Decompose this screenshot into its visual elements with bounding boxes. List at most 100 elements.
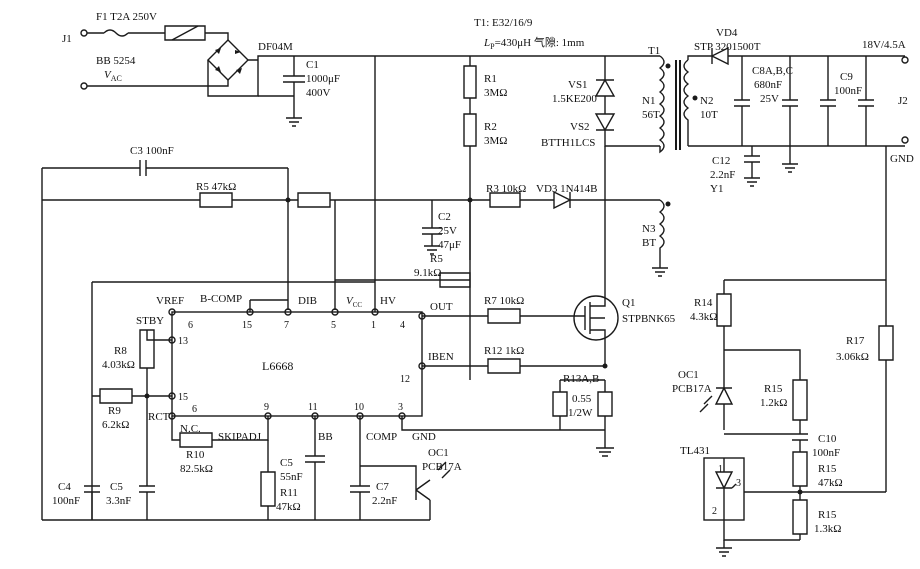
r15c-resistor xyxy=(723,491,808,541)
ic-name: L6668 xyxy=(262,359,293,373)
lp-symbol: L xyxy=(483,37,490,49)
junction-source xyxy=(602,363,608,369)
r15c-value: 1.3kΩ xyxy=(814,523,841,535)
ic-left-components xyxy=(42,329,451,521)
r10-value: 82.5kΩ xyxy=(180,463,213,475)
pin-label-iben: IBEN xyxy=(428,351,454,363)
pin-label-comp: COMP xyxy=(366,431,397,443)
fuse-label: F1 T2A 250V xyxy=(96,11,157,23)
vs2-value: BTTH1LCS xyxy=(541,137,595,149)
vd3-diode xyxy=(520,190,660,210)
vcc-sub: CC xyxy=(353,301,363,309)
pin-vref xyxy=(168,308,176,316)
vd4-value: STP 3201500T xyxy=(694,41,761,53)
secondary-ground xyxy=(782,146,798,173)
output-section xyxy=(683,46,909,310)
vs2-name: VS2 xyxy=(570,121,590,133)
vs1-name: VS1 xyxy=(568,79,588,91)
vs1-value: 1.5KE200 xyxy=(552,93,597,105)
r15b-name: R15 xyxy=(818,463,837,475)
bridge-rectifier xyxy=(207,39,249,81)
r13-sense-resistors xyxy=(552,379,614,457)
c2-value: 47μF xyxy=(438,239,461,251)
ic-ground-line xyxy=(401,416,605,431)
c2-name: C2 xyxy=(438,211,451,223)
pin-vcc xyxy=(331,308,339,316)
pin-num-10: 10 xyxy=(354,402,364,413)
vd4-name: VD4 xyxy=(716,27,738,39)
c5b-capacitor xyxy=(305,416,325,520)
oc1a-value: PCB17A xyxy=(422,461,462,473)
tl431-symbol xyxy=(714,458,737,520)
r15a-name: R15 xyxy=(764,383,783,395)
tl431-pin-1: 1 xyxy=(718,464,723,475)
r13-value: 0.55 xyxy=(572,393,592,405)
j2-label: J2 xyxy=(898,95,908,107)
pin-label-nc: N.C. xyxy=(180,423,201,435)
pin-label-gnd: GND xyxy=(412,431,436,443)
r15b-value: 47kΩ xyxy=(818,477,843,489)
vcc-symbol: V xyxy=(346,295,354,307)
r5a-label: R5 47kΩ xyxy=(196,181,236,193)
c8-voltage: 25V xyxy=(760,93,779,105)
c9-name: C9 xyxy=(840,71,853,83)
pin-dib xyxy=(284,308,292,316)
bb-label: BB 5254 xyxy=(96,55,136,67)
r15a-resistor xyxy=(724,349,808,434)
n1-name: N1 xyxy=(642,95,655,107)
c1-voltage: 400V xyxy=(306,87,331,99)
c7-value: 2.2nF xyxy=(372,495,397,507)
bridge-label: DF04M xyxy=(258,41,293,53)
pin-label-stby: STBY xyxy=(136,315,164,327)
l6668-ic xyxy=(91,281,426,520)
oc1b-value: PCB17A xyxy=(672,383,712,395)
r1-name: R1 xyxy=(484,73,497,85)
ic-body xyxy=(171,311,423,417)
pin-label-bb: BB xyxy=(318,431,333,443)
power-switch xyxy=(401,290,619,457)
c8b xyxy=(782,56,798,146)
c5-left xyxy=(139,396,155,520)
oc1-led-arrows xyxy=(699,395,713,413)
r5b-line xyxy=(335,200,471,288)
q1-name: Q1 xyxy=(622,297,635,309)
r8-name: R8 xyxy=(114,345,127,357)
c12-name: C12 xyxy=(712,155,730,167)
r3-label: R3 10kΩ xyxy=(486,183,526,195)
c7-name: C7 xyxy=(376,481,389,493)
c5b-name: C5 xyxy=(280,457,293,469)
r17-name: R17 xyxy=(846,335,865,347)
r2-value: 3MΩ xyxy=(484,135,507,147)
n3-name: N3 xyxy=(642,223,656,235)
c8-name: C8A,B,C xyxy=(752,65,793,77)
r14-value: 4.3kΩ xyxy=(690,311,717,323)
j1-terminal-bottom xyxy=(80,82,88,90)
secondary-feedback xyxy=(699,279,894,557)
c1-name: C1 xyxy=(306,59,319,71)
n2-turns: 10T xyxy=(700,109,718,121)
pin-label-rct: RCT xyxy=(148,411,170,423)
r9-resistor xyxy=(92,388,172,404)
c7-capacitor xyxy=(350,416,370,520)
vac-label: VAC xyxy=(104,69,122,83)
pin-label-vcc: VCC xyxy=(346,295,362,309)
input-return-line xyxy=(87,80,229,87)
vd4-diode xyxy=(687,46,905,66)
r3-resistor xyxy=(470,192,521,208)
r11-resistor xyxy=(260,440,276,507)
c10-value: 100nF xyxy=(812,447,840,459)
c3-line xyxy=(42,160,288,176)
r5-line xyxy=(42,192,470,208)
oc1-transistor xyxy=(360,465,431,521)
pin-label-bcomp: B-COMP xyxy=(200,293,242,305)
oc1b-name: OC1 xyxy=(678,369,699,381)
r13-name: R13A,B xyxy=(563,373,599,385)
pin-num-3: 3 xyxy=(398,402,403,413)
q1-mosfet-body xyxy=(573,295,619,341)
c12-capacitor xyxy=(744,146,760,187)
r1-value: 3MΩ xyxy=(484,87,507,99)
j1-terminal-top xyxy=(80,29,88,37)
r8-value: 4.03kΩ xyxy=(102,359,135,371)
tl431-pin-3: 3 xyxy=(736,478,741,489)
